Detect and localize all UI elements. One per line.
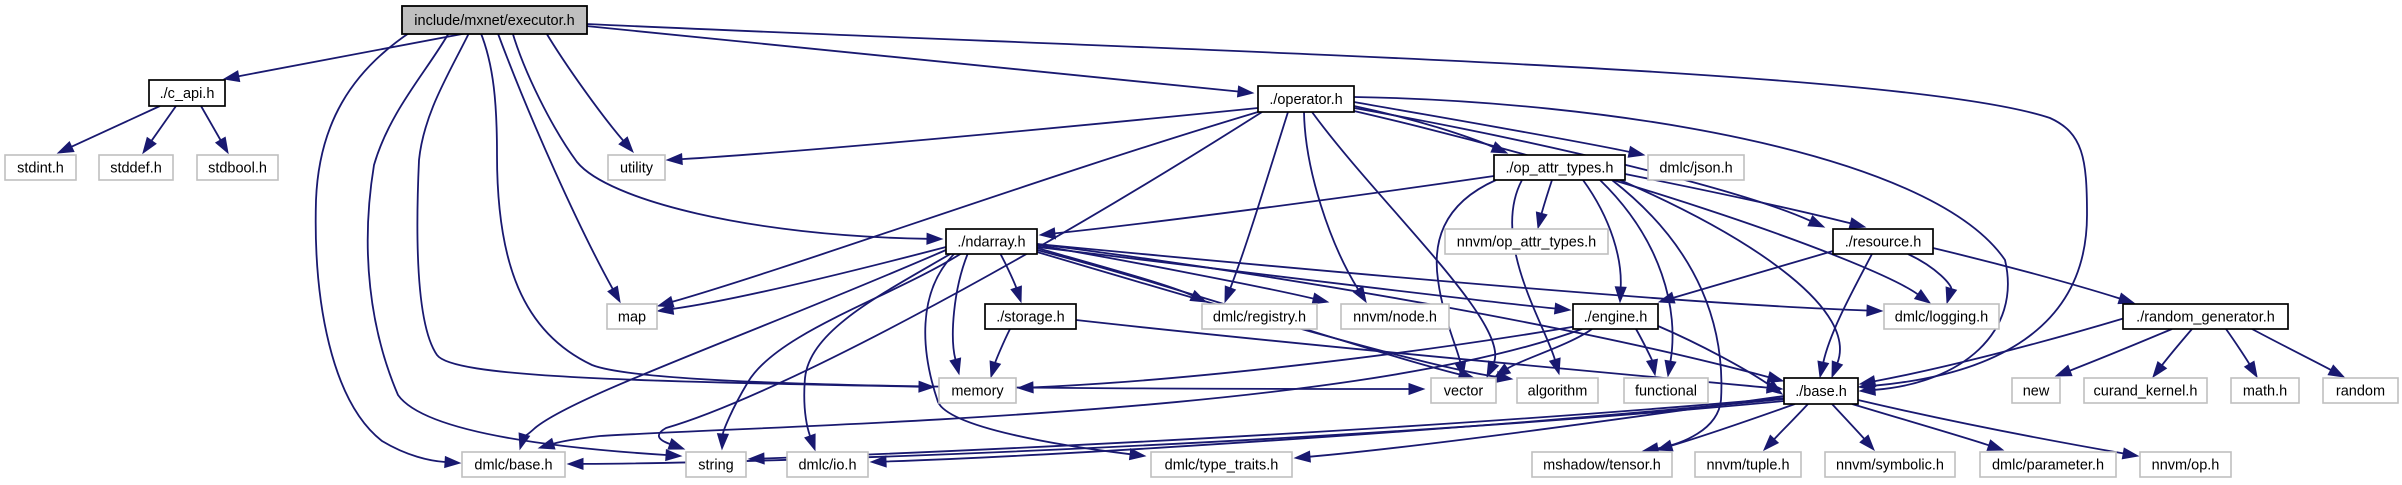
svg-text:dmlc/base.h: dmlc/base.h — [474, 458, 552, 474]
svg-text:dmlc/parameter.h: dmlc/parameter.h — [1992, 458, 2104, 474]
svg-text:nnvm/op_attr_types.h: nnvm/op_attr_types.h — [1457, 235, 1596, 251]
svg-text:vector: vector — [1444, 384, 1484, 400]
svg-text:include/mxnet/executor.h: include/mxnet/executor.h — [414, 13, 574, 29]
svg-text:algorithm: algorithm — [1528, 384, 1588, 400]
svg-text:stddef.h: stddef.h — [110, 161, 162, 177]
svg-text:./engine.h: ./engine.h — [1584, 310, 1648, 326]
svg-text:functional: functional — [1635, 384, 1697, 400]
svg-text:dmlc/json.h: dmlc/json.h — [1659, 161, 1732, 177]
svg-text:dmlc/registry.h: dmlc/registry.h — [1213, 310, 1306, 326]
svg-text:string: string — [698, 458, 733, 474]
svg-text:nnvm/node.h: nnvm/node.h — [1353, 310, 1437, 326]
svg-text:stdbool.h: stdbool.h — [208, 161, 267, 177]
svg-text:dmlc/type_traits.h: dmlc/type_traits.h — [1165, 458, 1279, 474]
svg-text:map: map — [618, 310, 646, 326]
svg-text:nnvm/tuple.h: nnvm/tuple.h — [1706, 458, 1789, 474]
svg-text:./base.h: ./base.h — [1795, 384, 1847, 400]
svg-text:./c_api.h: ./c_api.h — [160, 86, 215, 102]
svg-text:./op_attr_types.h: ./op_attr_types.h — [1505, 161, 1613, 177]
svg-text:utility: utility — [620, 161, 654, 177]
svg-text:./storage.h: ./storage.h — [996, 310, 1065, 326]
svg-text:memory: memory — [951, 384, 1004, 400]
svg-text:random: random — [2336, 384, 2385, 400]
svg-text:stdint.h: stdint.h — [17, 161, 64, 177]
svg-text:nnvm/symbolic.h: nnvm/symbolic.h — [1836, 458, 1944, 474]
svg-text:dmlc/io.h: dmlc/io.h — [798, 458, 856, 474]
svg-text:curand_kernel.h: curand_kernel.h — [2094, 384, 2198, 400]
svg-text:./ndarray.h: ./ndarray.h — [957, 235, 1025, 251]
svg-text:nnvm/op.h: nnvm/op.h — [2152, 458, 2220, 474]
svg-text:math.h: math.h — [2243, 384, 2287, 400]
svg-text:dmlc/logging.h: dmlc/logging.h — [1895, 310, 1989, 326]
svg-text:new: new — [2023, 384, 2050, 400]
svg-text:./resource.h: ./resource.h — [1845, 235, 1922, 251]
svg-text:./random_generator.h: ./random_generator.h — [2136, 310, 2275, 326]
svg-text:./operator.h: ./operator.h — [1269, 92, 1342, 108]
svg-text:mshadow/tensor.h: mshadow/tensor.h — [1543, 458, 1661, 474]
